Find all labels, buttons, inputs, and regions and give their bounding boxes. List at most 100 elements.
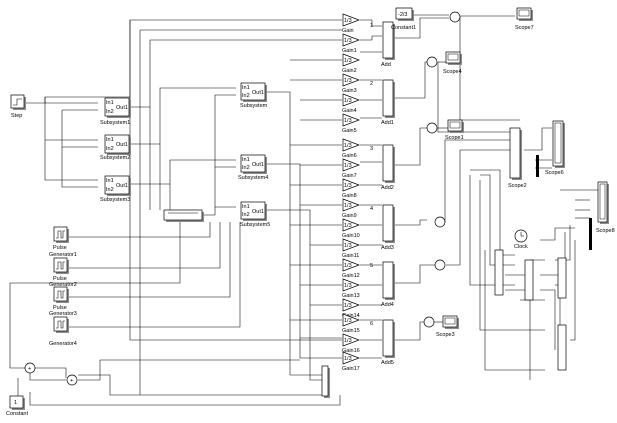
gain-label: Gain1 [342,48,357,54]
pulse-generator-1[interactable] [53,226,69,243]
scope2-mux[interactable] [509,127,522,180]
subsystem5-label: Subsystem5 [240,222,270,228]
scope4-label: Scope4 [443,69,462,75]
sum-block-5[interactable] [434,259,446,271]
add-port-label: 4 [370,206,373,212]
right-mux-column-2[interactable] [524,259,534,301]
gain-blocks: 1/3Gain1/3Gain11/3Gain21/3Gain31/3Gain41… [342,13,360,372]
svg-text:Out1: Out1 [116,183,128,189]
add-block-0[interactable]: Add1 [370,21,395,68]
subsystem1-block[interactable] [104,97,131,118]
scope6-mux-bar[interactable] [536,155,539,177]
svg-text:In2: In2 [106,187,114,193]
subsystem2-block[interactable] [104,134,131,155]
gain-label: Gain2 [342,68,357,74]
gain-value: 1/3 [344,98,352,104]
gain-value: 1/3 [344,38,352,44]
gain-value: 1/3 [344,118,352,124]
add-label: Add5 [381,360,394,366]
gain-label: Gain [342,28,354,34]
subsystem-label: Subsystem [240,103,268,109]
subsystem-block[interactable] [240,82,267,102]
sum-block-a[interactable]: + [24,362,36,374]
pulse-generator-2[interactable] [53,257,69,274]
constant-label: Constant [6,411,28,417]
add-label: Add2 [381,185,394,191]
svg-text:Pulse: Pulse [53,245,67,251]
pulse-generator-4[interactable] [53,316,69,333]
right-mux-column-4[interactable] [557,324,567,371]
gain-label: Gain13 [342,293,360,299]
scope4-block[interactable] [445,51,462,65]
sum-block-6[interactable] [423,316,435,328]
step-block[interactable] [10,94,26,110]
scope1-block[interactable] [447,119,464,133]
sum-block-1[interactable] [449,11,461,23]
constant1-block[interactable] [395,7,414,21]
gain-label: Gain10 [342,233,360,239]
sum-block-2[interactable] [426,56,438,68]
scope8-mux-bar[interactable] [589,218,592,250]
svg-text:In1: In1 [242,204,250,210]
svg-text:Out1: Out1 [252,209,264,215]
subsystem4-block[interactable] [240,154,267,174]
central-mux-block[interactable] [163,209,204,222]
gain-label: Gain6 [342,153,357,159]
step-label: Step [11,113,22,119]
right-mux-column-3[interactable] [557,257,567,299]
gain-value: 1/3 [344,338,352,344]
gain-label: Gain3 [342,88,357,94]
bottom-mux-block[interactable] [321,365,330,398]
constant-block[interactable] [9,395,25,410]
right-mux-column-1[interactable] [494,249,504,296]
subsystem5-block[interactable] [240,201,267,221]
scope3-label: Scope3 [436,332,455,338]
clock-block[interactable] [514,229,528,243]
gain-value: 1/3 [344,303,352,309]
subsystem3-block[interactable] [104,175,131,196]
scope7-block[interactable] [516,7,533,21]
gain-label: Gain11 [342,253,359,259]
pulse-generator-3[interactable] [53,286,69,303]
scope6-block[interactable] [552,120,565,168]
sum-block-4[interactable] [434,216,446,228]
scope3-block[interactable] [442,315,459,329]
gain-value: 1/3 [344,58,352,64]
add-port-label: 3 [370,146,373,152]
svg-text:In1: In1 [242,85,250,91]
svg-text:+: + [28,366,31,372]
svg-text:Out1: Out1 [116,142,128,148]
add-port-label: 2 [370,81,373,87]
add-block-1[interactable]: Add1 2 [370,79,395,126]
gain-label: Gain16 [342,348,360,354]
sum-block-b[interactable]: + [66,374,78,386]
scope8-block[interactable] [597,181,609,224]
sum-block-3[interactable] [426,122,438,134]
add-block-2[interactable]: Add2 3 [370,144,395,191]
add-label: Add1 [381,120,394,126]
add-label: Add4 [381,302,394,308]
